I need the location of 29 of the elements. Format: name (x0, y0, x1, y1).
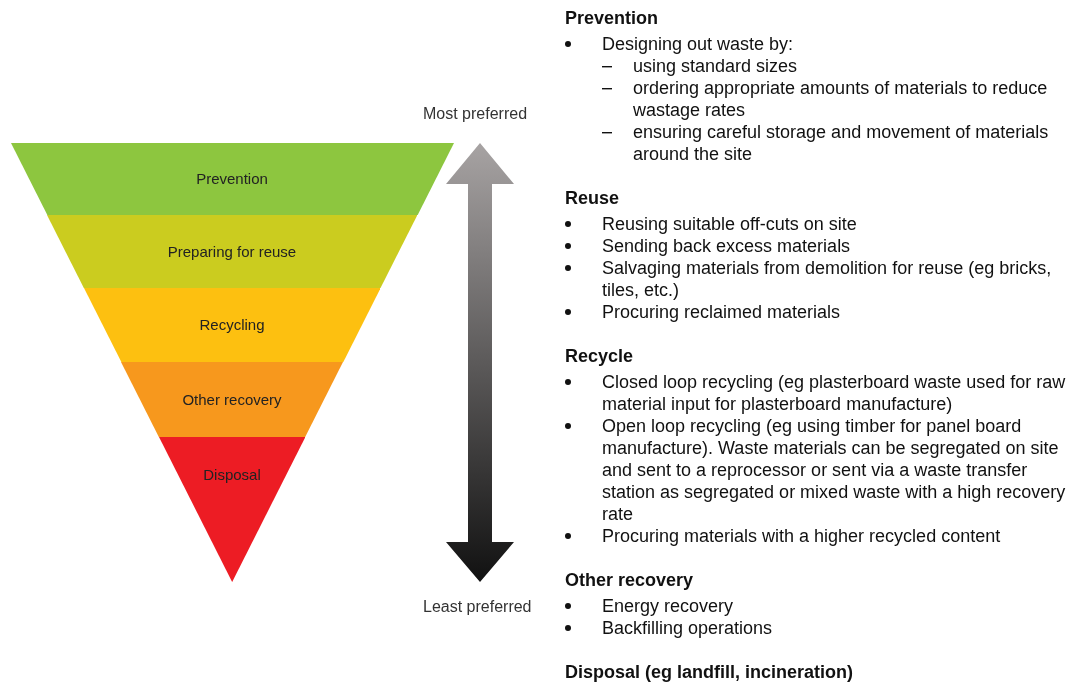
level-label: Preparing for reuse (166, 242, 298, 260)
scale-label: Most preferred (423, 105, 528, 123)
hierarchy-level (121, 362, 343, 437)
sub-bullet-item: ensuring careful storage and movement of materials around the site (633, 121, 1050, 165)
section-heading: Prevention (565, 7, 660, 29)
level-label: Prevention (195, 170, 269, 187)
bullet-item: Designing out waste by: (602, 33, 795, 55)
scale-label: Least preferred (423, 598, 532, 616)
bullet-item: Open loop recycling (eg using timber for panel board manufacture). Waste materials can be segregated on site and sent to a reprocessor or sent via a waste transfer station as segregated or mixed waste with a high recovery rate (602, 415, 1067, 525)
bullet-item: Procuring reclaimed materials (602, 301, 842, 323)
hierarchy-level (83, 288, 381, 362)
level-label: Other recovery (181, 390, 283, 408)
sub-bullet-item: using standard sizes (633, 55, 799, 77)
hierarchy-level (10, 143, 454, 215)
hierarchy-level (158, 437, 306, 582)
section-heading: Recycle (565, 345, 635, 367)
bullet-item: Closed loop recycling (eg plasterboard waste used for raw material input for plasterboard manufacture) (602, 371, 1067, 415)
bullet-item: Backfilling operations (602, 617, 774, 639)
hierarchy-level (46, 215, 418, 288)
section-heading: Reuse (565, 187, 621, 209)
bullet-item: Sending back excess materials (602, 235, 852, 257)
bullet-item: Reusing suitable off-cuts on site (602, 213, 858, 235)
level-label: Recycling (198, 316, 266, 333)
section-heading: Other recovery (565, 569, 695, 591)
level-label: Disposal (202, 466, 262, 483)
bullet-item: Salvaging materials from demolition for reuse (eg bricks, tiles, etc.) (602, 257, 1053, 301)
bullet-item: Energy recovery (602, 595, 735, 617)
section-heading: Disposal (eg landfill, incineration) (565, 661, 855, 683)
bullet-item: Procuring materials with a higher recycled content (602, 525, 1002, 547)
